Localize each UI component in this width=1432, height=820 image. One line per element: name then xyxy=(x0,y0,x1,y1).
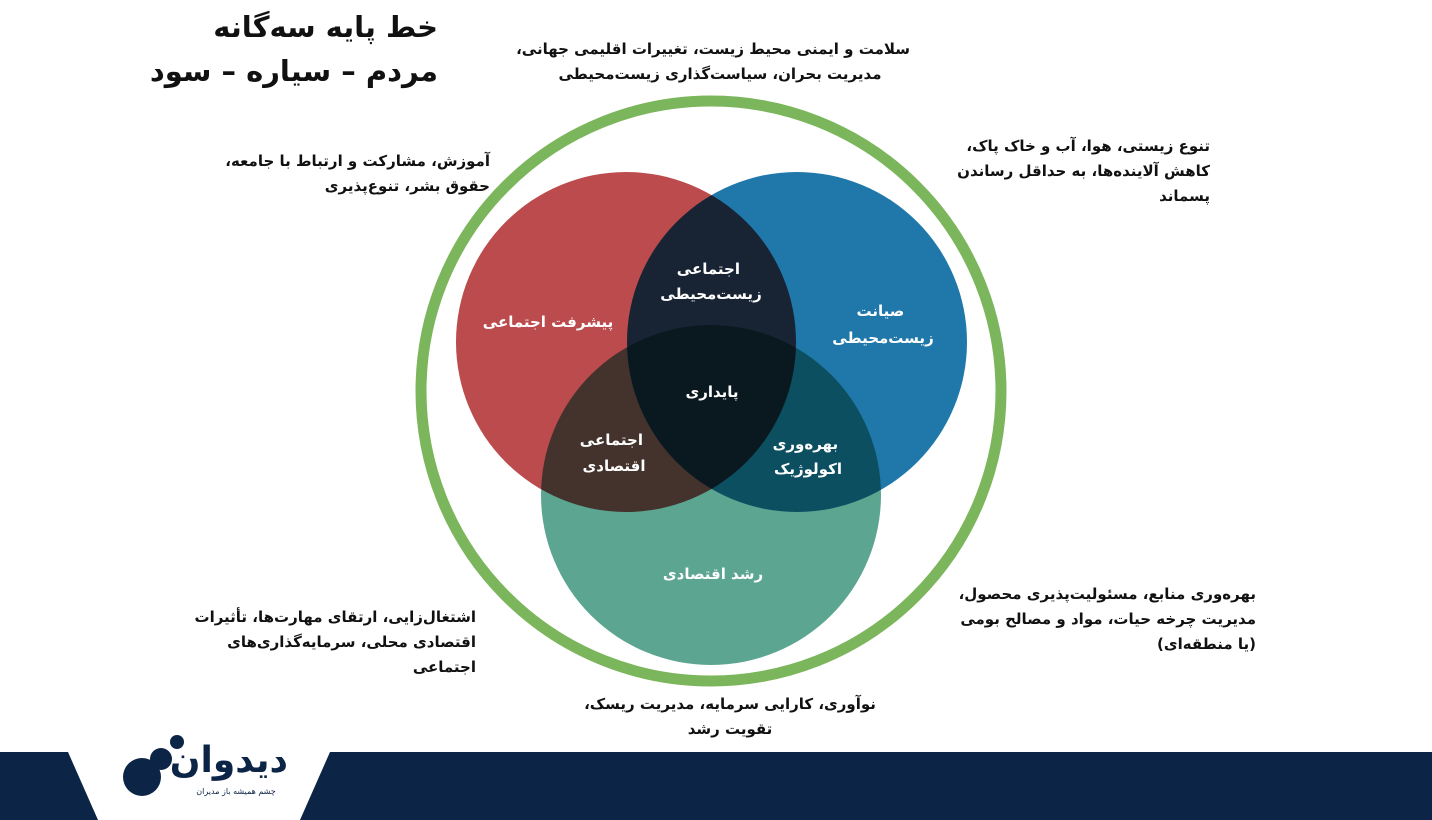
social-economic-label: اجتماعی اقتصادی xyxy=(580,431,648,475)
note-top: سلامت و ایمنی محیط زیست، تغییرات اقلیمی … xyxy=(516,40,910,83)
social-environmental-label: اجتماعی زیست‌محیطی xyxy=(660,260,761,303)
footer-bar xyxy=(0,752,1432,820)
title-line-2: مردم – سیاره – سود xyxy=(149,53,438,88)
triple-bottom-line-diagram: پیشرفت اجتماعی صیانت زیست‌محیطی رشد اقتص… xyxy=(415,95,1007,687)
note-bottom-right: بهره‌وری منابع، مسئولیت‌پذیری محصول، مدی… xyxy=(958,585,1256,653)
sustainability-center-label: پایداری xyxy=(685,383,738,402)
economic-circle-label: رشد اقتصادی xyxy=(663,565,763,583)
brand-tagline: چشم همیشه باز مدیران xyxy=(196,787,276,796)
note-bottom-left: اشتغال‌زایی، ارتقای مهارت‌ها، تأثیرات اق… xyxy=(194,608,477,676)
page-title: خط پایه سه‌گانه مردم – سیاره – سود xyxy=(78,6,438,93)
title-line-1: خط پایه سه‌گانه xyxy=(213,10,438,44)
eco-efficiency-label: بهره‌وری اکولوژیک xyxy=(773,435,844,478)
note-left: آموزش، مشارکت و ارتباط با جامعه، حقوق بش… xyxy=(225,152,490,195)
environmental-circle xyxy=(627,172,967,512)
note-bottom: نوآوری، کارایی سرمایه، مدیریت ریسک، تقوی… xyxy=(584,695,876,738)
brand-logo-text: دیدوان xyxy=(169,740,288,781)
social-circle-label: پیشرفت اجتماعی xyxy=(483,313,613,332)
logo-dots-icon xyxy=(123,735,184,796)
note-right: تنوع زیستی، هوا، آب و خاک پاک، کاهش آلای… xyxy=(957,137,1210,205)
outer-ring xyxy=(415,95,1007,687)
environmental-circle-label: صیانت زیست‌محیطی xyxy=(832,302,933,347)
